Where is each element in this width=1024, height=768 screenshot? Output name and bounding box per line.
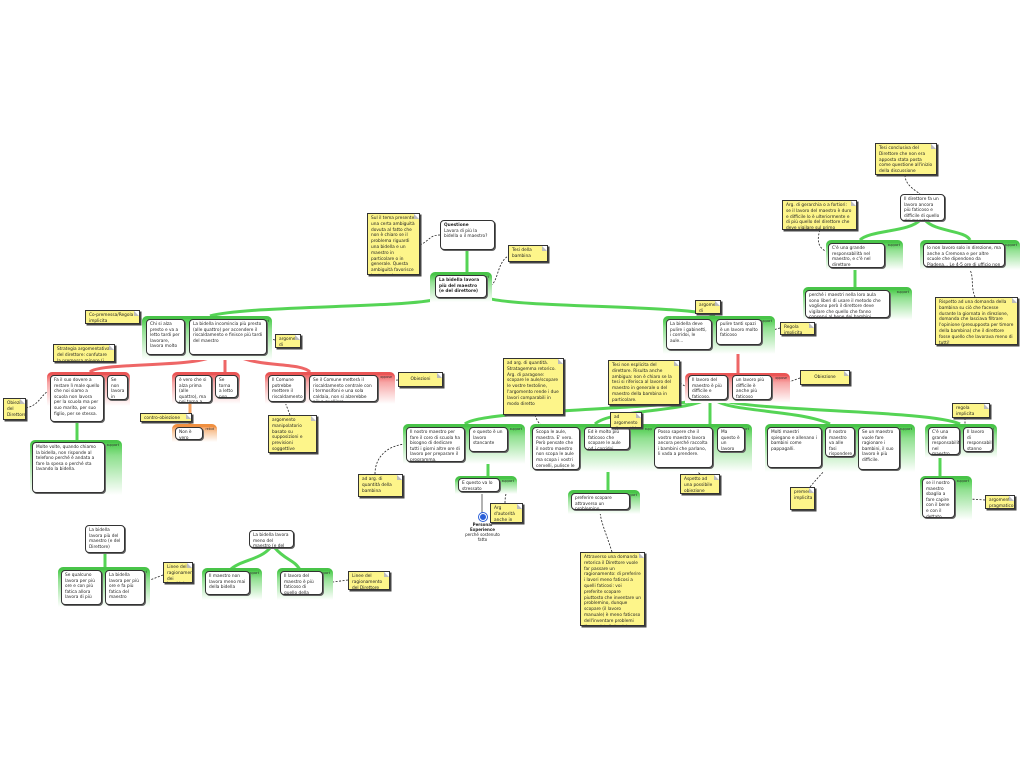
group-label: support	[759, 319, 772, 323]
claim-box[interactable]: Io non lavoro solo in direzione, ma anch…	[923, 243, 1005, 267]
note-obiezione: Obiezione	[800, 370, 850, 385]
group-label: support	[887, 243, 900, 247]
main-claim[interactable]: La bidella lavora più del maestro (e del…	[435, 275, 487, 298]
claim-box[interactable]: Posso sapere che il vostro maestro lavor…	[654, 427, 713, 468]
claim-box[interactable]: Il Comune potrebbe mettere il riscaldame…	[268, 375, 305, 402]
group-label: support	[956, 479, 969, 483]
claim-box[interactable]: Il lavoro del maestro è più difficile e …	[688, 375, 728, 400]
group-label: oppose	[775, 376, 787, 380]
claim-box[interactable]: Il nostro maestro per fare il coro di sc…	[406, 427, 465, 462]
note-quantita-bambina: ad arg. di quantità della bambina	[358, 474, 403, 497]
claim-box[interactable]: preferire scopare attraverso un problemi…	[571, 493, 630, 510]
claim-box[interactable]: La bidella lavora più del maestro (e del…	[85, 525, 125, 553]
note-tesi-conclusiva: Tesi conclusiva del Direttore che non er…	[875, 143, 937, 175]
note-obiezione-direttore: Obiezione del Direttore	[3, 398, 26, 420]
note-regola-implicita: Regola implicita	[780, 322, 815, 335]
evidence-sub: perché sostenuto fatto	[465, 532, 500, 542]
note-linee-direttore: Linee del ragionamento del Direttore	[348, 571, 390, 590]
group-label: support	[899, 427, 912, 431]
note-strategia: Strategia argomentativa del direttore: c…	[53, 344, 115, 362]
group-label: support	[624, 493, 637, 497]
claim-box[interactable]: è vero che si alza prima (alle quattro),…	[175, 375, 212, 403]
claim-box[interactable]: Fa il suo dovere a restare lì male quell…	[50, 375, 104, 422]
note-obiezioni: Obiezioni	[398, 372, 443, 387]
group-label: support	[509, 427, 522, 431]
claim-box[interactable]: Il lavoro di responsabilità stanno più i…	[963, 427, 993, 452]
note-gerarchia: Arg. di gerarchia o a fortiori: se il la…	[782, 200, 857, 230]
note-autorita: Arg d'autorità anche in modo scorretto	[490, 503, 523, 523]
question-text: Lavora di più la bidella o il maestro?	[444, 228, 488, 240]
note-premessa-implicita: premessa implicita	[790, 487, 815, 510]
group-label: oppose	[380, 375, 392, 379]
claim-box[interactable]: C'è una grande responsabilità nel maestr…	[928, 427, 960, 455]
claim-box[interactable]: pulire tanti spazi è un lavoro molto fat…	[716, 319, 762, 345]
evidence-title: Personal Experience	[470, 522, 495, 532]
note-rispetto-domanda: Rispetto ad una domanda della bambina su…	[935, 297, 1018, 345]
claim-box[interactable]: e questo è un lavoro stancante	[469, 427, 508, 452]
claim-box[interactable]: Il maestro non lavora meno mai della bid…	[205, 571, 250, 595]
note-contro-obiezione: contro-obiezione	[140, 413, 192, 422]
claim-box[interactable]: Ma questo è un lavoro stancante	[717, 427, 745, 452]
claim-box[interactable]: Ed è molto più faticoso che scopare le a…	[584, 427, 630, 450]
note-linee-bambini: Linee del ragionamento dei bambini	[163, 562, 193, 583]
note-quantita: argomento di quantità	[695, 300, 721, 314]
claim-box[interactable]: Molte volte, quando chiamo la bidella, n…	[32, 442, 105, 493]
claim-box[interactable]: C'è una grande responsabilità nel maestr…	[828, 243, 885, 268]
group-label: support	[246, 571, 259, 575]
claim-box[interactable]: La bidella incomincia più presto (alle q…	[189, 319, 267, 355]
group-label: support	[501, 479, 514, 483]
claim-box[interactable]: Se torna a letto non lavora	[215, 375, 238, 398]
note-quantita: argomento di quantità	[275, 334, 301, 348]
claim-box[interactable]: Se un maestro vuole fare ragionare i bam…	[858, 427, 900, 470]
note-copremessa: Co-premessa/Regola implicita	[85, 310, 140, 324]
person-icon	[478, 513, 487, 521]
claim-box[interactable]: un lavoro più difficile è anche più fati…	[732, 375, 772, 400]
claim-box[interactable]: Il nostro maestro va alle fasi risponder…	[825, 427, 855, 457]
claim-box[interactable]: La bidella lavora meno del maestro (e de…	[249, 530, 294, 548]
claim-box[interactable]: Se non lavora in tanto lo fa per la scuo…	[107, 375, 128, 400]
note-tesi-direttore: Tesi non esplicita del direttore. Risult…	[608, 360, 680, 405]
claim-box[interactable]: perché i maestri nella loro aula sono li…	[805, 290, 890, 318]
group-label: support	[644, 427, 657, 431]
claim-box[interactable]: Il direttore fa un lavoro ancora più fat…	[900, 194, 945, 221]
claim-box[interactable]: E questo va lo stressato	[458, 478, 500, 492]
note-stratagemma: ad arg. di quantità. Stratagemma retoric…	[503, 358, 564, 415]
group-label: support	[106, 443, 119, 447]
claim-box[interactable]: se il nostro maestro sbaglia a fare capi…	[922, 478, 955, 518]
claim-box[interactable]: La bidella lavora per più ore e fa più f…	[105, 570, 145, 605]
claim-box[interactable]: Il lavoro del maestro è più faticoso di …	[280, 571, 323, 595]
group-label: rebut	[205, 427, 215, 431]
note-manipolatorio: argomento manipolatorio basato su suppos…	[268, 415, 317, 453]
group-label: support	[317, 571, 330, 575]
claim-box[interactable]: Scopa le aule, maestra. E' vero. Però pe…	[532, 427, 580, 470]
claim-box[interactable]: Non è vero	[175, 427, 203, 440]
group-label: support	[1004, 243, 1017, 247]
note-pretesti: Aspetto ad una possibile obiezione (Pret…	[680, 474, 720, 494]
note-domanda-retorica: Attraverso una domanda retorica il Diret…	[580, 552, 645, 626]
claim-box[interactable]: Molti maestri spiegano e allenano i bamb…	[767, 427, 822, 468]
note-argomento-pragmatico: argomento pragmatico	[985, 495, 1015, 509]
claim-box[interactable]: Se qualcuno lavora per più ore e con più…	[61, 570, 102, 605]
note-regola-implicita: regola implicita	[952, 403, 990, 418]
note-quantita: ad argomento di quantità	[610, 412, 642, 428]
group-label: support	[896, 290, 909, 294]
note-ambiguity: Sul il tema presente una certa ambiguità…	[367, 213, 420, 275]
claim-box[interactable]: Chi si alza presto e va a letto tardi pe…	[146, 319, 185, 355]
claim-box[interactable]: La bidella deve pulire i gabinetti, i co…	[666, 319, 712, 350]
claim-box[interactable]: Se il Comune metterà il riscaldamento ce…	[309, 375, 378, 402]
question-title: Questione	[444, 223, 469, 228]
note-tesi-bambina: Tesi della bambina	[508, 245, 548, 262]
